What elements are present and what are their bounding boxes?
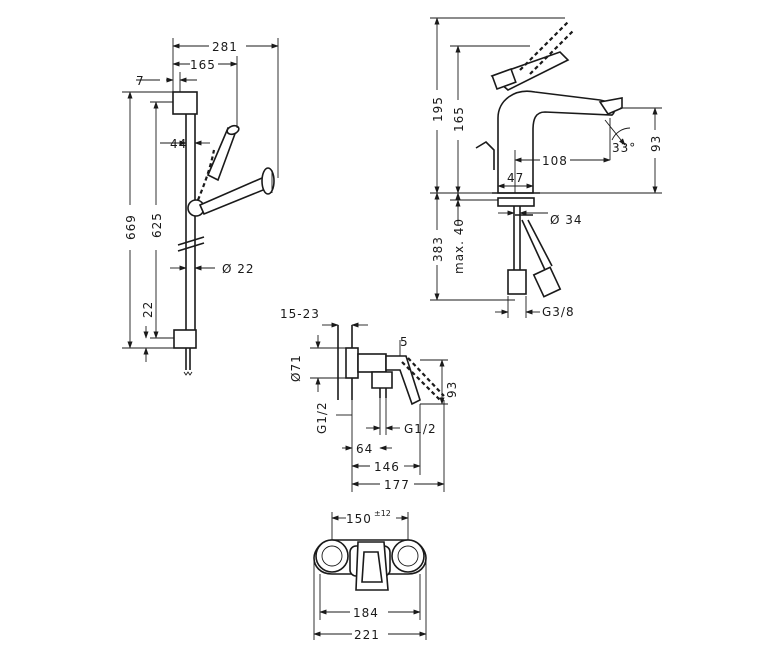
mixer-lever-side: [385, 355, 421, 406]
dim-64: 64: [356, 442, 373, 456]
dim-7: 7: [136, 74, 145, 88]
dim-dia-34: Ø 34: [550, 213, 583, 227]
left-rosette: [315, 539, 349, 573]
dim-165: 165: [190, 58, 216, 72]
dim-184: 184: [353, 606, 379, 620]
dim-281: 281: [212, 40, 238, 54]
supply-connector-right: [532, 266, 562, 298]
top-wall-bracket: [172, 91, 198, 115]
popup-rod: [475, 140, 495, 170]
mixer-body-side: [357, 353, 387, 373]
rosette: [345, 347, 359, 379]
dim-15-23: 15-23: [280, 307, 320, 321]
dim-dia-71: Ø71: [289, 354, 303, 382]
hand-shower: [198, 176, 270, 216]
shower-mixer-front-drawing: 150 ±12 184 221: [313, 509, 427, 642]
dim-150-tolerance: ±12: [374, 509, 391, 518]
dim-44: 44: [170, 137, 187, 151]
dim-47: 47: [507, 171, 524, 185]
dim-221: 221: [354, 628, 380, 642]
dim-108: 108: [542, 154, 568, 168]
right-rosette: [391, 539, 425, 573]
dim-195: 195: [431, 96, 445, 122]
dim-177: 177: [384, 478, 410, 492]
shower-mixer-side-drawing: 15-23 Ø71 5 93 G1/2 G1/2 64 146: [280, 307, 459, 492]
shower-set-drawing: 281 165 7 669 625 44 Ø 22 2: [122, 38, 279, 376]
dim-669: 669: [124, 214, 138, 240]
dim-93-side: 93: [445, 381, 459, 398]
dim-angle-33: 33°: [612, 141, 636, 155]
dim-93-mixer: 93: [649, 135, 663, 152]
basin-mixer-drawing: 195 165 108 33° 93 47 Ø 34 383: [430, 17, 663, 319]
dim-383: 383: [431, 236, 445, 262]
shower-head: [261, 167, 275, 195]
dim-g38: G3/8: [542, 305, 575, 319]
dim-22: 22: [141, 301, 155, 318]
dim-g12-left: G1/2: [315, 401, 329, 434]
dim-165-mixer: 165: [452, 106, 466, 132]
dim-146: 146: [374, 460, 400, 474]
supply-connector-left: [507, 269, 527, 295]
dim-625: 625: [150, 212, 164, 238]
dim-dia-22: Ø 22: [222, 262, 255, 276]
dim-max-40: max. 40: [452, 218, 466, 274]
bottom-wall-bracket: [173, 329, 197, 349]
dim-5: 5: [400, 335, 409, 349]
dim-150: 150: [346, 512, 372, 526]
